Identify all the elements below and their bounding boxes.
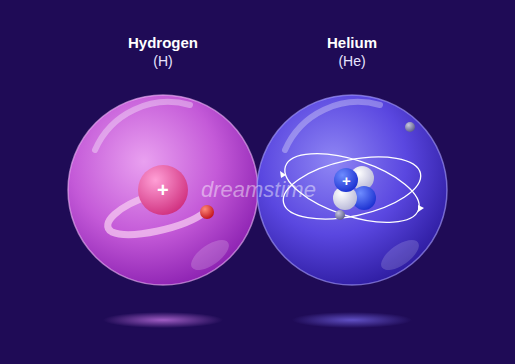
watermark: dreamstime xyxy=(201,179,316,201)
atom-sphere: Helium(He) xyxy=(252,34,452,294)
element-name: Hydrogen xyxy=(63,34,263,52)
charge-sign: + xyxy=(342,173,351,188)
element-symbol: (He) xyxy=(252,52,452,70)
element-name: Helium xyxy=(252,34,452,52)
atom-sphere: Hydrogen(H) xyxy=(63,34,263,294)
charge-sign: + xyxy=(157,180,169,200)
element-symbol: (H) xyxy=(63,52,263,70)
